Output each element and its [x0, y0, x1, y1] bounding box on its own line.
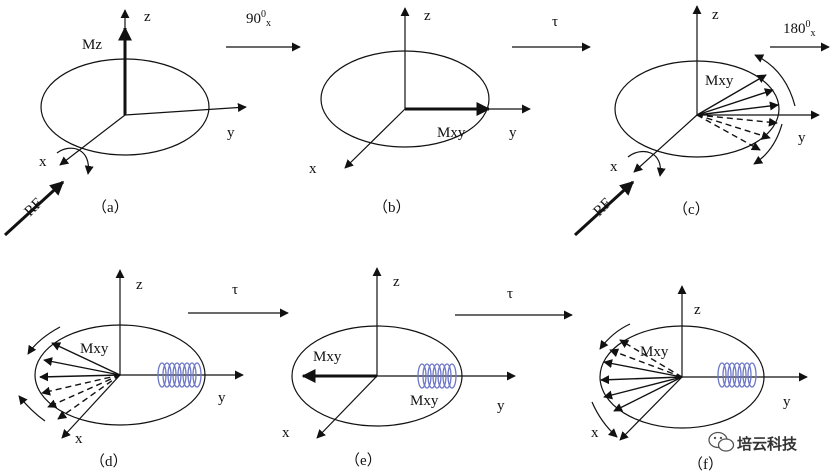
- x-label: x: [282, 425, 290, 441]
- mz-label: Mz: [82, 37, 102, 53]
- z-label: z: [136, 277, 143, 293]
- z-label: z: [144, 9, 151, 25]
- fanning-vectors: [696, 74, 779, 151]
- y-label: y: [218, 390, 226, 406]
- y-label: y: [497, 398, 505, 414]
- y-label: y: [227, 125, 235, 141]
- pulse-90-label: 900x: [246, 9, 271, 29]
- pulse-180-label: 1800x: [783, 19, 816, 39]
- z-label: z: [694, 302, 701, 318]
- x-axis: [619, 376, 683, 441]
- fanning-vectors: [39, 342, 121, 420]
- x-axis: [59, 114, 126, 166]
- wechat-icon: [708, 431, 735, 452]
- caption-f: （f）: [688, 456, 723, 473]
- panel-b: z Mxy y x （b）: [309, 7, 531, 216]
- rephase-arc-upper: [599, 323, 631, 350]
- mxy-label: Mxy: [80, 341, 109, 357]
- x-label: x: [309, 161, 317, 177]
- rotation-arrow: [56, 147, 94, 175]
- mxy-label: Mxy: [640, 344, 669, 360]
- coil-icon: [417, 363, 457, 389]
- x-axis: [344, 108, 406, 169]
- rotation-arrow: [627, 150, 666, 177]
- panel-f: z Mxy y x （f）: [591, 285, 808, 473]
- x-label: x: [75, 431, 83, 447]
- mxy-label: Mxy: [705, 73, 734, 89]
- coil-icon: [717, 362, 757, 388]
- panel-a: z Mz y x RF （a）: [3, 9, 247, 237]
- caption-d: （d）: [90, 453, 128, 470]
- x-axis: [61, 374, 121, 439]
- panel-e: z Mxy Mxy y x （e）: [282, 267, 516, 469]
- mxy-label: Mxy: [437, 125, 466, 141]
- x-label: x: [610, 159, 618, 175]
- caption-b: （b）: [373, 199, 411, 216]
- z-label: z: [393, 274, 400, 290]
- panel-c: 1800x z Mxy y x RF （c）: [573, 5, 830, 237]
- rephase-arc-lower: [18, 395, 46, 422]
- rf-pulse-arrow: [3, 180, 65, 237]
- y-axis: [124, 103, 247, 116]
- dephase-arc-upper: [754, 54, 796, 107]
- rephase-arc-upper: [27, 326, 61, 355]
- caption-a: （a）: [92, 199, 129, 216]
- caption-e: （e）: [345, 452, 382, 469]
- converging-vectors: [600, 339, 683, 412]
- tau-label: τ: [232, 282, 238, 298]
- dephase-arc-lower: [753, 123, 783, 165]
- tau-label: τ: [507, 286, 513, 302]
- mxy-coil-label: Mxy: [410, 393, 439, 409]
- x-axis: [316, 375, 378, 439]
- mxy-label: Mxy: [313, 349, 342, 365]
- x-axis: [633, 114, 698, 173]
- rephase-arc-lower: [591, 401, 618, 438]
- coil-icon: [157, 362, 202, 388]
- transition-90x: 900x: [226, 9, 301, 52]
- transition-tau-3: τ: [455, 286, 573, 320]
- watermark: 培云科技: [708, 431, 798, 453]
- z-label: z: [712, 7, 719, 23]
- z-label: z: [424, 8, 431, 24]
- caption-c: （c）: [673, 201, 710, 218]
- x-label: x: [591, 425, 599, 441]
- transition-tau-2: τ: [188, 282, 289, 318]
- x-label: x: [39, 154, 47, 170]
- watermark-text: 培云科技: [737, 435, 798, 453]
- y-label: y: [798, 130, 806, 146]
- y-label: y: [783, 394, 791, 410]
- panel-d: z Mxy y x （d）: [18, 269, 244, 470]
- transition-tau-1: τ: [512, 14, 591, 52]
- y-label: y: [509, 125, 517, 141]
- rf-pulse-arrow: [573, 180, 635, 237]
- tau-label: τ: [552, 14, 558, 30]
